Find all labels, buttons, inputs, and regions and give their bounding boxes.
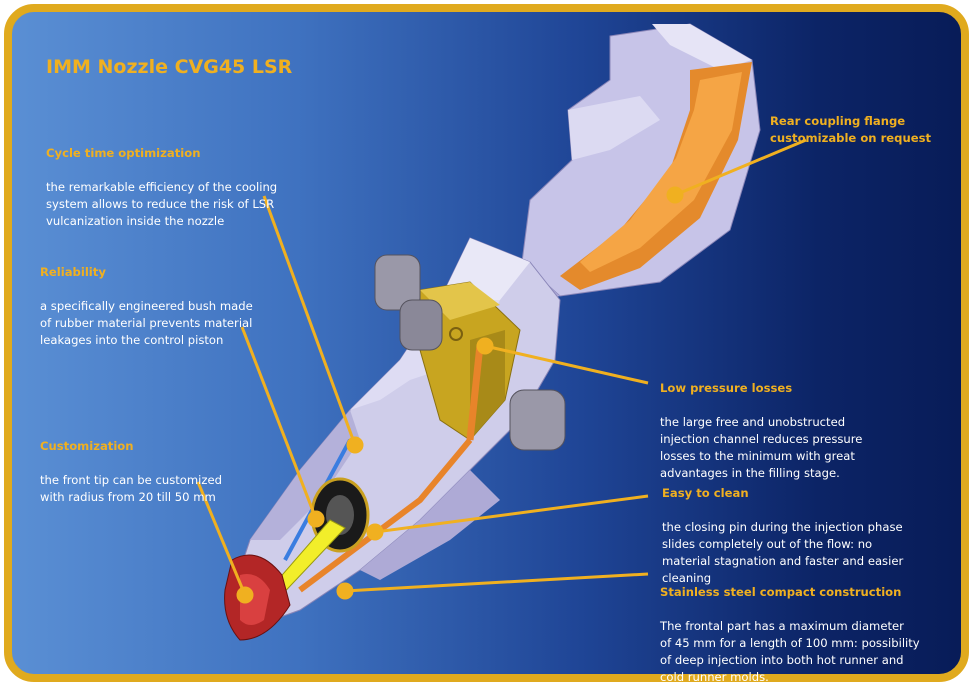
front-tip: [224, 554, 291, 641]
callout-heading: Customization: [40, 439, 134, 453]
callout-cycle-time: Cycle time optimization the remarkable e…: [46, 128, 277, 230]
leader-lines: [196, 138, 807, 604]
callout-rear-coupling: Rear coupling flange customizable on req…: [770, 96, 931, 164]
fittings: [374, 254, 566, 451]
callout-customization: Customization the front tip can be custo…: [40, 421, 222, 506]
callout-body: the front tip can be customized with rad…: [40, 473, 222, 504]
callout-easy-clean: Easy to clean the closing pin during the…: [662, 468, 903, 587]
callout-body: the closing pin during the injection pha…: [662, 520, 904, 585]
callout-body: The frontal part has a maximum diameter …: [660, 619, 920, 684]
callout-body: a specifically engineered bush made of r…: [40, 299, 253, 347]
rear-coupling-flange: [520, 23, 761, 300]
callout-low-pressure: Low pressure losses the large free and u…: [660, 363, 862, 482]
callout-heading: Stainless steel compact construction: [660, 585, 902, 599]
callout-stainless: Stainless steel compact construction The…: [660, 567, 920, 686]
callout-heading: Cycle time optimization: [46, 146, 201, 160]
callout-heading: Reliability: [40, 265, 106, 279]
callout-body: the large free and unobstructed injectio…: [660, 415, 863, 480]
page-title: IMM Nozzle CVG45 LSR: [46, 56, 293, 78]
callout-body: the remarkable efficiency of the cooling…: [46, 180, 278, 228]
callout-heading: Rear coupling flange customizable on req…: [770, 114, 932, 145]
callout-heading: Easy to clean: [662, 486, 749, 500]
callout-heading: Low pressure losses: [660, 381, 793, 395]
callout-reliability: Reliability a specifically engineered bu…: [40, 247, 253, 349]
injection-channel: [466, 344, 484, 441]
